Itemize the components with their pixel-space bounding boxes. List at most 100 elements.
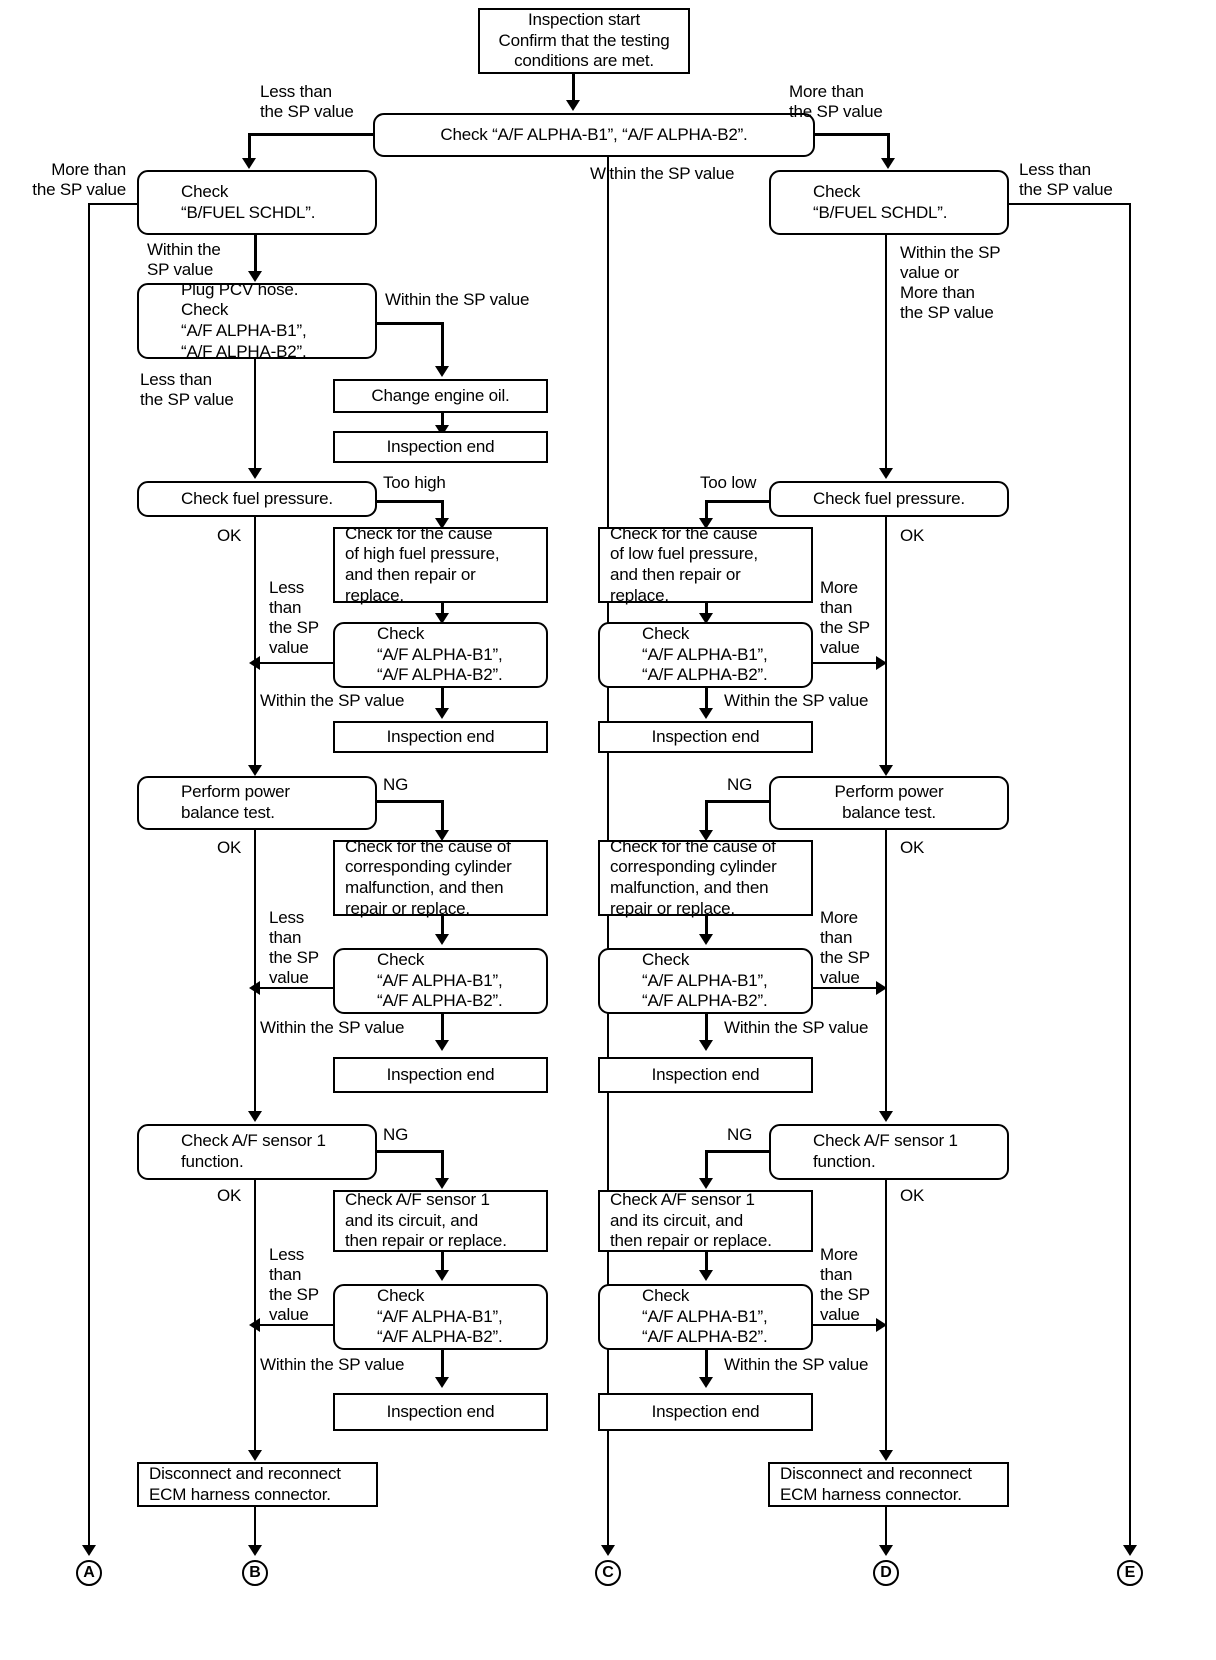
node-check-bfuel-left: Check “B/FUEL SCHDL”. — [137, 170, 377, 235]
node-check-fuel-pressure-left: Check fuel pressure. — [137, 481, 377, 517]
arrowhead-cause-high — [435, 518, 449, 529]
label-ok-right-2: OK — [900, 838, 925, 857]
label-more-than-sp-narrow-r1: More than the SP value — [820, 578, 870, 658]
edge-causecyl-to-alpha — [441, 916, 444, 938]
edge-bfuel-to-pcv — [254, 235, 257, 275]
node-inspection-start: Inspection start Confirm that the testin… — [478, 8, 690, 74]
connector-circle-c: C — [595, 1560, 621, 1586]
label-less-than-sp-far-right: Less than the SP value — [1019, 160, 1113, 200]
connector-circle-e: E — [1117, 1560, 1143, 1586]
node-check-alpha-2: Check “A/F ALPHA-B1”, “A/F ALPHA-B2”. — [333, 948, 548, 1014]
label-within-sp-left-1: Within the SP value — [147, 240, 221, 280]
arrowhead-end-r2 — [699, 1040, 713, 1051]
node-cause-cylinder-left: Check for the cause of corresponding cyl… — [333, 837, 548, 918]
edge-oil-to-end — [441, 413, 444, 429]
label-within-sp-end-2: Within the SP value — [260, 1018, 405, 1037]
node-inspection-end-r3: Inspection end — [598, 1393, 813, 1431]
connector-circle-d: D — [873, 1560, 899, 1586]
node-check-bfuel-right: Check “B/FUEL SCHDL”. — [769, 170, 1009, 235]
arrowhead-end-4 — [435, 1377, 449, 1388]
arrowhead-end-2 — [435, 708, 449, 719]
arrowhead-e — [1123, 1545, 1137, 1556]
edge-alphar2-back-h — [812, 987, 879, 989]
edge-sensor-ng-v — [441, 1150, 444, 1182]
arrowhead-pcv — [248, 271, 262, 282]
edge-causelow-to-alpha — [705, 603, 708, 617]
node-af-sensor-circuit-left: Check A/F sensor 1 and its circuit, and … — [333, 1190, 548, 1252]
edge-pb-to-sensor — [254, 830, 256, 1115]
edge-top-right-v — [887, 133, 890, 162]
arrowhead-back-r3 — [876, 1318, 887, 1332]
edge-sensorr-ng-h — [705, 1150, 771, 1153]
node-check-fuel-pressure-right: Check fuel pressure. — [769, 481, 1009, 517]
label-ng-right-2: NG — [727, 1125, 753, 1144]
arrowhead-end-r1 — [699, 708, 713, 719]
arrowhead-cause-cyl — [435, 830, 449, 841]
edge-fp-to-pb — [254, 517, 256, 769]
label-less-than-sp-narrow-3: Less than the SP value — [269, 1245, 319, 1325]
arrowhead-back-r1 — [876, 656, 887, 670]
edge-alphar2-end-v — [705, 1014, 708, 1044]
node-check-alpha-r2: Check “A/F ALPHA-B1”, “A/F ALPHA-B2”. — [598, 948, 813, 1014]
edge-alphar1-back-h — [812, 662, 879, 664]
arrowhead-end-3 — [435, 1040, 449, 1051]
label-ng-left-2: NG — [383, 1125, 409, 1144]
node-ecm-harness-right: Disconnect and reconnect ECM harness con… — [768, 1462, 1009, 1507]
node-cause-low-fuel-pressure: Check for the cause of low fuel pressure… — [598, 524, 813, 605]
edge-left-to-a-h — [88, 203, 139, 205]
label-less-than-sp-narrow-2: Less than the SP value — [269, 908, 319, 988]
edge-sensor-to-ecm — [254, 1180, 256, 1455]
edge-causehigh-to-alpha — [441, 603, 444, 617]
arrowhead-pb-right — [879, 765, 893, 776]
arrowhead-oil — [435, 366, 449, 377]
label-within-sp-end-3: Within the SP value — [260, 1355, 405, 1374]
edge-circuit-to-alpha — [441, 1252, 444, 1274]
arrowhead-cause-cyl-r — [699, 830, 713, 841]
label-ng-left-1: NG — [383, 775, 409, 794]
node-inspection-end-2: Inspection end — [333, 721, 548, 753]
label-more-than-sp-top-right: More than the SP value — [789, 82, 883, 122]
edge-alphar3-end-v — [705, 1350, 708, 1380]
edge-top-left-v — [248, 133, 251, 162]
edge-fp-low-h — [705, 500, 771, 503]
edge-ecmr-to-d — [885, 1507, 887, 1549]
edge-start-to-check-alpha — [572, 74, 575, 104]
arrowhead-ecm-right — [879, 1450, 893, 1461]
node-check-alpha-3: Check “A/F ALPHA-B1”, “A/F ALPHA-B2”. — [333, 1284, 548, 1350]
edge-alpha2-back-h — [260, 987, 334, 989]
edge-pb-ng-h — [376, 800, 443, 803]
edge-fpr-to-pbr — [885, 517, 887, 769]
connector-circle-a: A — [76, 1560, 102, 1586]
label-less-than-sp-top-left: Less than the SP value — [260, 82, 354, 122]
node-af-sensor-circuit-right: Check A/F sensor 1 and its circuit, and … — [598, 1190, 813, 1252]
node-check-alpha-r3: Check “A/F ALPHA-B1”, “A/F ALPHA-B2”. — [598, 1284, 813, 1350]
arrowhead-top-right — [881, 158, 895, 169]
node-inspection-end-r2: Inspection end — [598, 1057, 813, 1093]
connector-circle-b: B — [242, 1560, 268, 1586]
edge-pcv-oil-h — [376, 322, 443, 325]
label-within-sp-end-r1: Within the SP value — [724, 691, 869, 710]
node-inspection-end-r1: Inspection end — [598, 721, 813, 753]
node-check-alpha-top: Check “A/F ALPHA-B1”, “A/F ALPHA-B2”. — [373, 113, 815, 157]
edge-alpha1-back-h — [260, 662, 334, 664]
label-ok-left-1: OK — [217, 526, 242, 545]
arrowhead-alpha-3 — [435, 1270, 449, 1281]
node-power-balance-left: Perform power balance test. — [137, 776, 377, 830]
edge-causecylr-to-alpha — [705, 916, 708, 938]
arrowhead-back-r2 — [876, 981, 887, 995]
edge-pcv-oil-v — [441, 322, 444, 370]
edge-fp-high-h — [376, 500, 443, 503]
edge-alpha3-back-h — [260, 1324, 334, 1326]
node-check-alpha-r1: Check “A/F ALPHA-B1”, “A/F ALPHA-B2”. — [598, 622, 813, 688]
edge-alphar1-end-v — [705, 688, 708, 712]
edge-top-right-h — [813, 133, 889, 136]
arrowhead-alpha-r2 — [699, 934, 713, 945]
label-within-sp-end-1: Within the SP value — [260, 691, 405, 710]
node-af-sensor-func-right: Check A/F sensor 1 function. — [769, 1124, 1009, 1180]
arrowhead-sensor-right — [879, 1111, 893, 1122]
node-inspection-end-1: Inspection end — [333, 431, 548, 463]
label-ok-left-2: OK — [217, 838, 242, 857]
edge-alpha1-end-v — [441, 688, 444, 712]
edge-right-to-e-v — [1129, 203, 1131, 1549]
